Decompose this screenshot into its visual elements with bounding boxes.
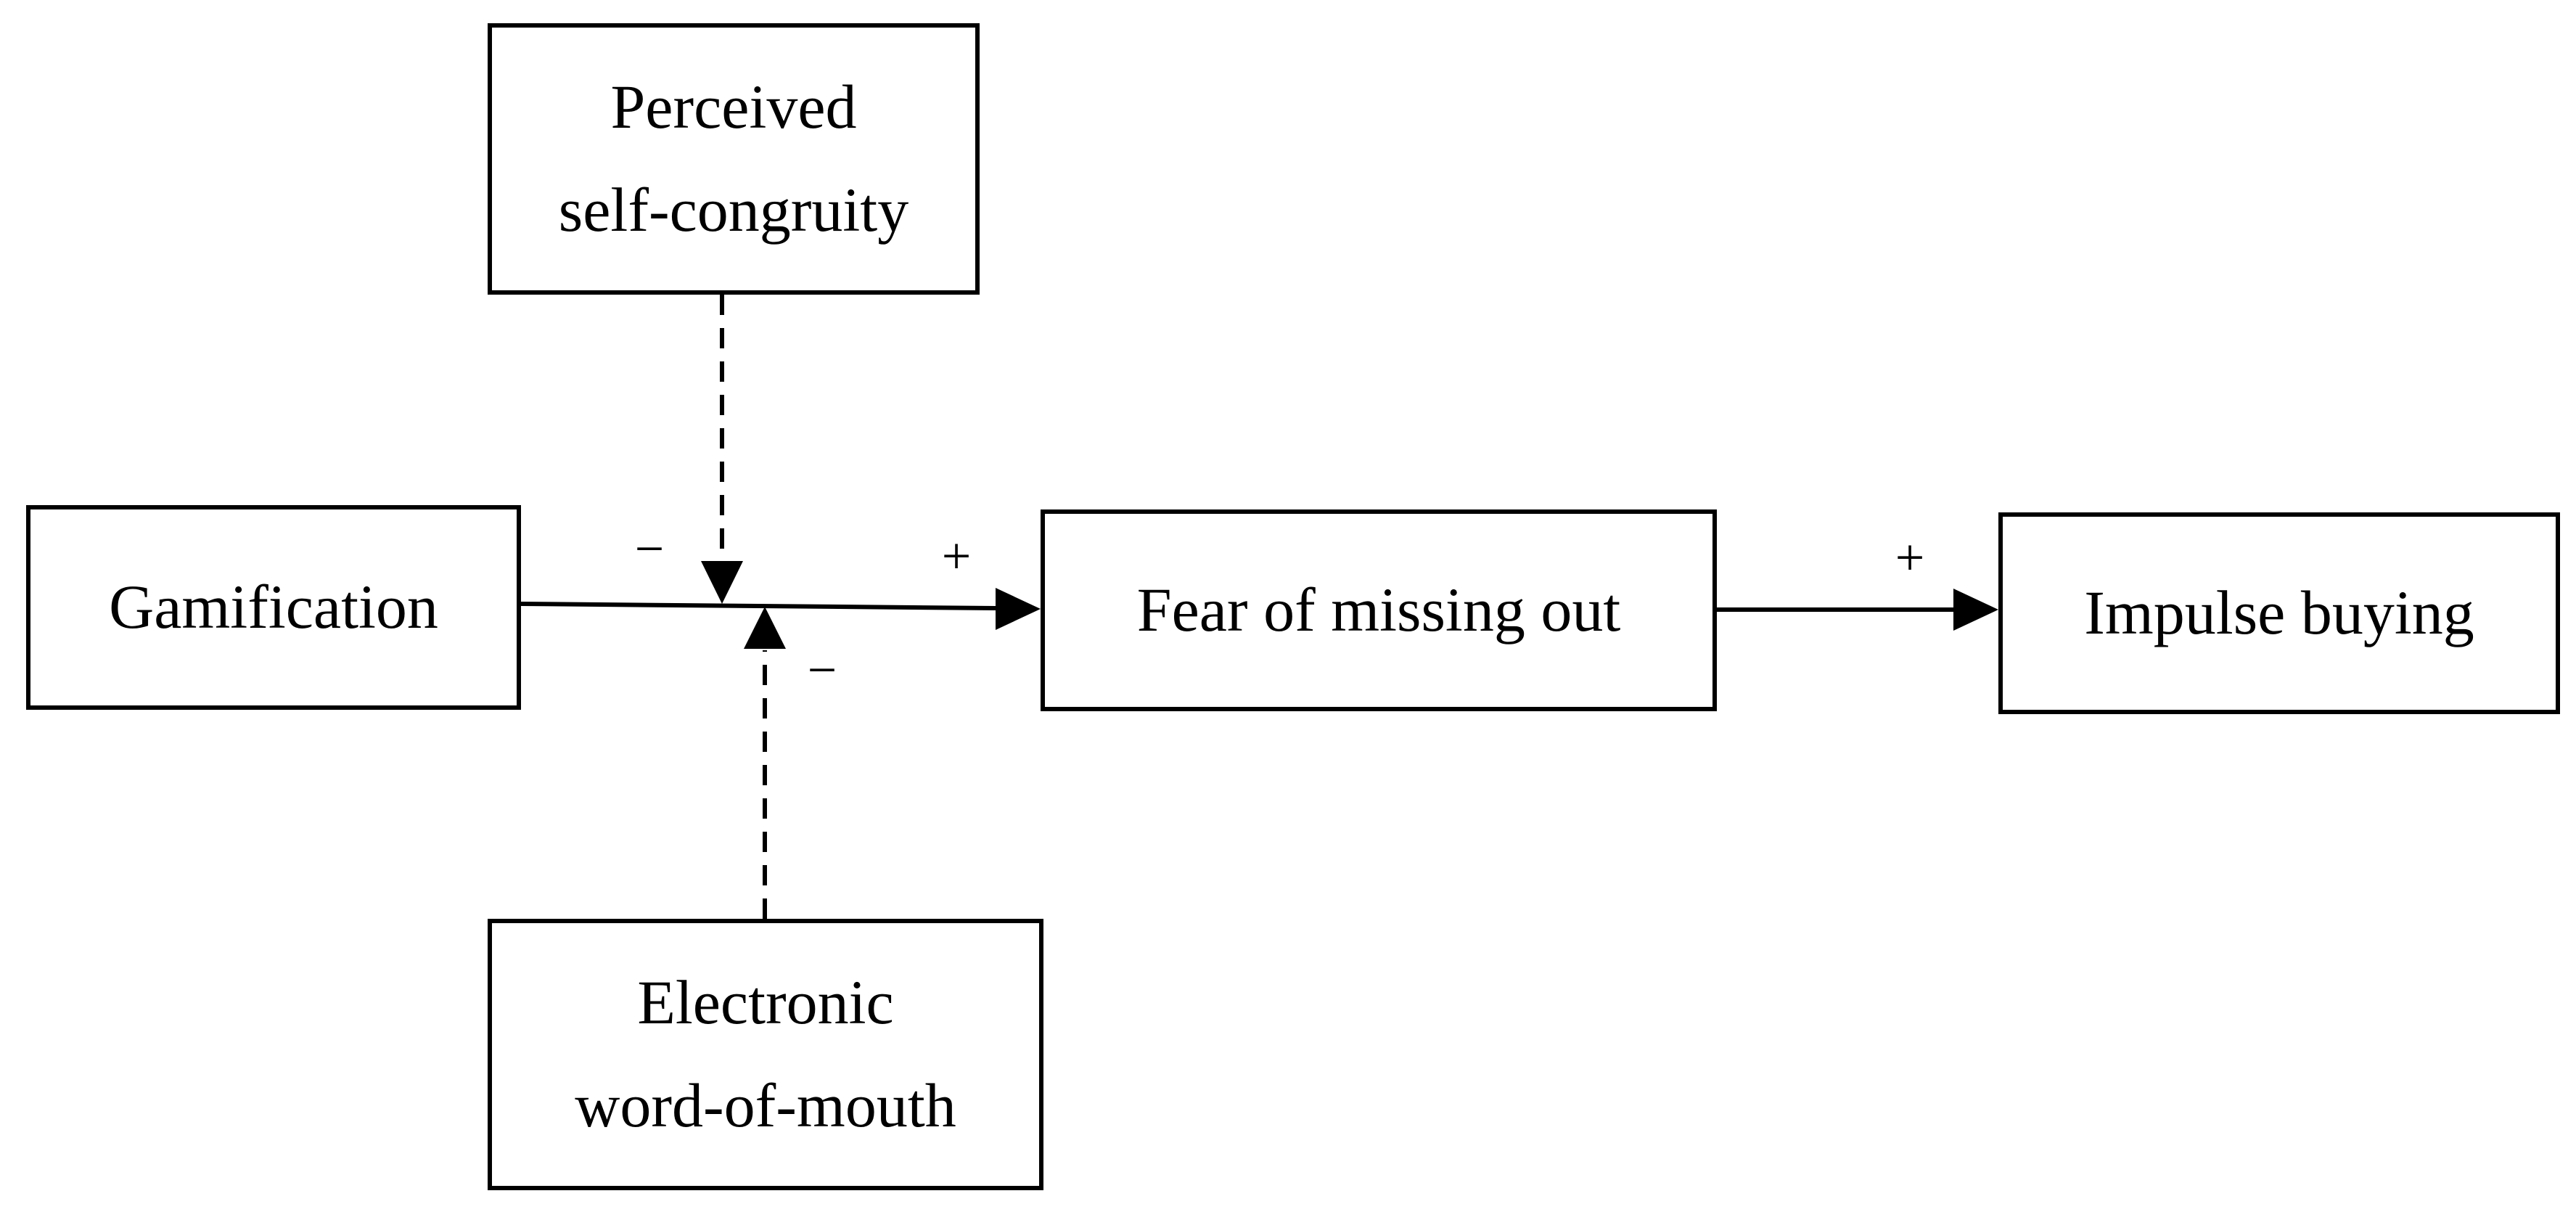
sign-ewom-effect: − bbox=[807, 641, 837, 699]
node-label-line-1: Perceived bbox=[610, 72, 857, 142]
node-gamification: Gamification bbox=[26, 505, 521, 710]
node-electronic-word-of-mouth: Electronic word-of-mouth bbox=[488, 919, 1043, 1190]
edge-gamification-to-fomo bbox=[520, 602, 996, 610]
arrowhead-impulse bbox=[1953, 589, 1998, 631]
sign-gamification-to-fomo: + bbox=[941, 527, 972, 585]
arrowhead-self-congruity bbox=[701, 561, 743, 604]
node-label: Gamification bbox=[109, 572, 438, 642]
node-label-line-2: self-congruity bbox=[558, 175, 909, 245]
sign-self-congruity-effect: − bbox=[634, 520, 665, 578]
arrowhead-ewom bbox=[744, 607, 786, 649]
sign-fomo-to-impulse: + bbox=[1895, 528, 1925, 586]
node-label: Fear of missing out bbox=[1136, 575, 1621, 645]
node-label-line-2: word-of-mouth bbox=[575, 1070, 956, 1140]
node-perceived-self-congruity: Perceived self-congruity bbox=[488, 23, 980, 295]
node-impulse-buying: Impulse buying bbox=[1998, 512, 2560, 714]
node-label: Impulse buying bbox=[2084, 578, 2474, 648]
arrowhead-fomo bbox=[996, 588, 1041, 630]
node-fear-of-missing-out: Fear of missing out bbox=[1041, 509, 1717, 711]
node-label-line-1: Electronic bbox=[637, 967, 894, 1038]
